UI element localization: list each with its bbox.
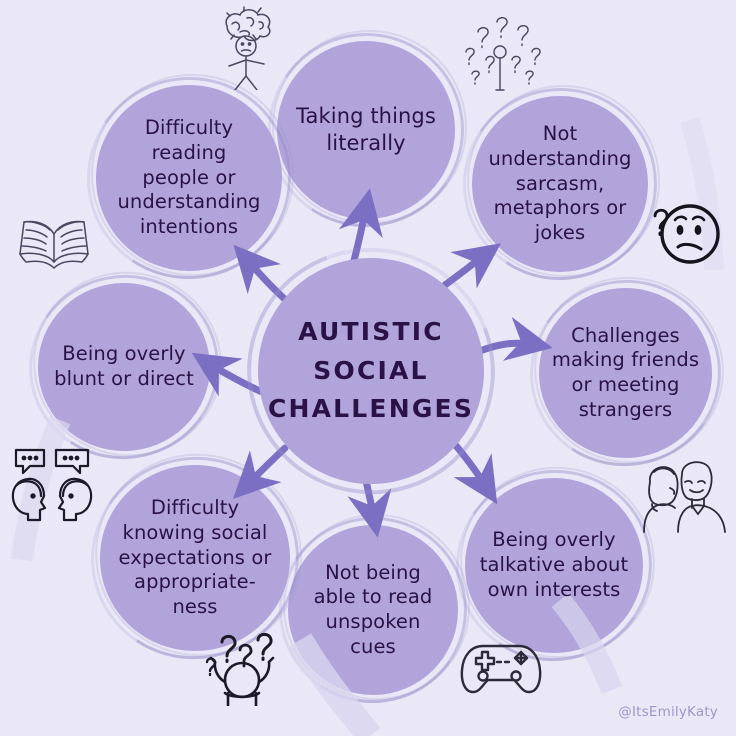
bubble-not-reading-unspoken-cues[interactable]: Not being able to read unspoken cues	[288, 525, 458, 695]
bubble-difficulty-social-expectations[interactable]: Difficulty knowing social expectations o…	[100, 465, 290, 651]
watermark-handle: @ItsEmilyKaty	[618, 704, 718, 720]
bubble-not-understanding-sarcasm[interactable]: Not understanding sarcasm, metaphors or …	[472, 96, 648, 272]
open-book-icon	[19, 220, 89, 269]
bubble-challenges-making-friends[interactable]: Challenges making friends or meeting str…	[539, 288, 712, 458]
bubble-label: Difficulty reading people or understandi…	[117, 116, 261, 239]
person-overwhelmed-questions-icon	[205, 632, 275, 706]
center-hub-title: AUTISTIC SOCIAL CHALLENGES	[267, 316, 475, 424]
bubble-label: Being overly blunt or direct	[54, 342, 194, 390]
two-heads-speech-bubbles-icon	[11, 448, 93, 522]
bubble-label: Being overly talkative about own interes…	[479, 528, 629, 601]
question-marks-cluster-icon	[465, 17, 541, 91]
bubble-label: Difficulty knowing social expectations o…	[118, 496, 272, 619]
bubble-being-overly-talkative[interactable]: Being overly talkative about own interes…	[465, 478, 643, 653]
confused-face-icon	[653, 204, 720, 264]
bubble-being-overly-blunt[interactable]: Being overly blunt or direct	[38, 283, 210, 451]
bubble-label: Challenges making friends or meeting str…	[551, 323, 700, 421]
bubble-label: Not understanding sarcasm, metaphors or …	[488, 122, 632, 245]
center-hub: AUTISTIC SOCIAL CHALLENGES	[258, 258, 484, 484]
bubble-taking-things-literally[interactable]: Taking things literally	[277, 41, 455, 219]
bubble-label: Taking things literally	[296, 104, 436, 155]
two-people-whispering-icon	[643, 461, 726, 533]
bubble-label: Not being able to read unspoken cues	[313, 560, 433, 658]
confused-stick-figure-icon	[225, 6, 271, 90]
game-controller-icon	[460, 644, 542, 694]
bubble-difficulty-reading-people[interactable]: Difficulty reading people or understandi…	[96, 85, 282, 271]
